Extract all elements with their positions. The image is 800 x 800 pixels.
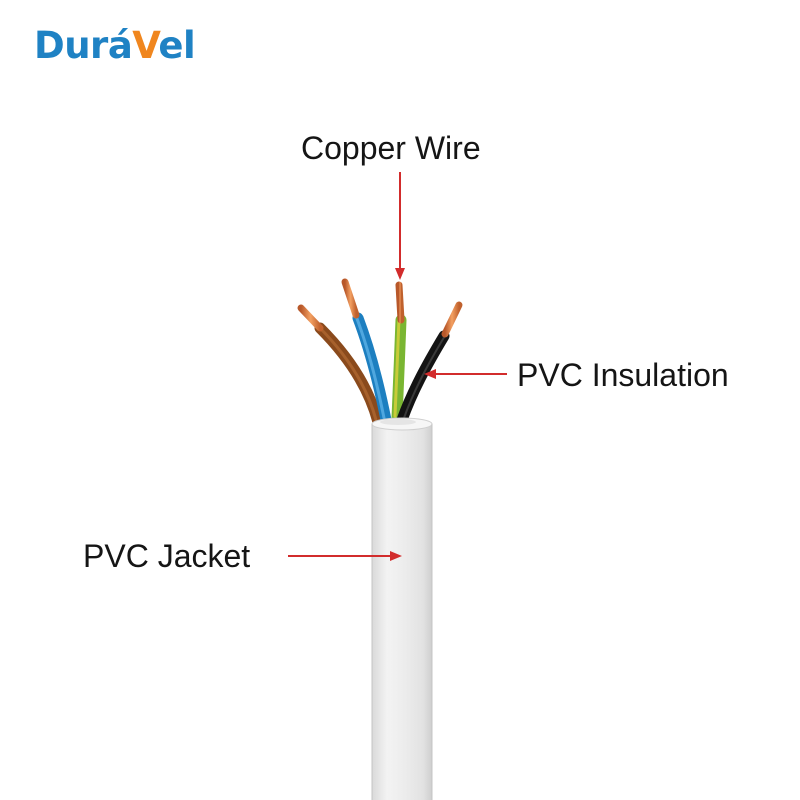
- copper-wire-label: Copper Wire: [301, 130, 481, 166]
- pvc-insulation-label: PVC Insulation: [517, 357, 729, 393]
- duravel-logo: DuráVel: [34, 22, 196, 70]
- logo-text-v: V: [132, 24, 159, 67]
- green-yellow-core: [391, 314, 407, 424]
- logo-text-el: el: [158, 24, 196, 67]
- pvc-jacket-tube: [371, 417, 433, 800]
- callout-arrows: [288, 172, 507, 561]
- logo-text-a: á: [107, 24, 133, 67]
- copper-strand-blue: [341, 278, 360, 319]
- copper-strand-green: [395, 281, 405, 324]
- copper-wire-arrow: [395, 172, 405, 280]
- logo-text-dur: Dur: [34, 24, 108, 67]
- copper-conductors: [297, 278, 463, 338]
- pvc-jacket-label: PVC Jacket: [83, 538, 251, 574]
- pvc-jacket-arrow: [288, 551, 402, 561]
- insulated-cores: [314, 312, 450, 428]
- copper-strand-brown: [297, 304, 324, 332]
- copper-strand-black: [441, 301, 463, 338]
- pvc-insulation-arrow: [424, 369, 507, 379]
